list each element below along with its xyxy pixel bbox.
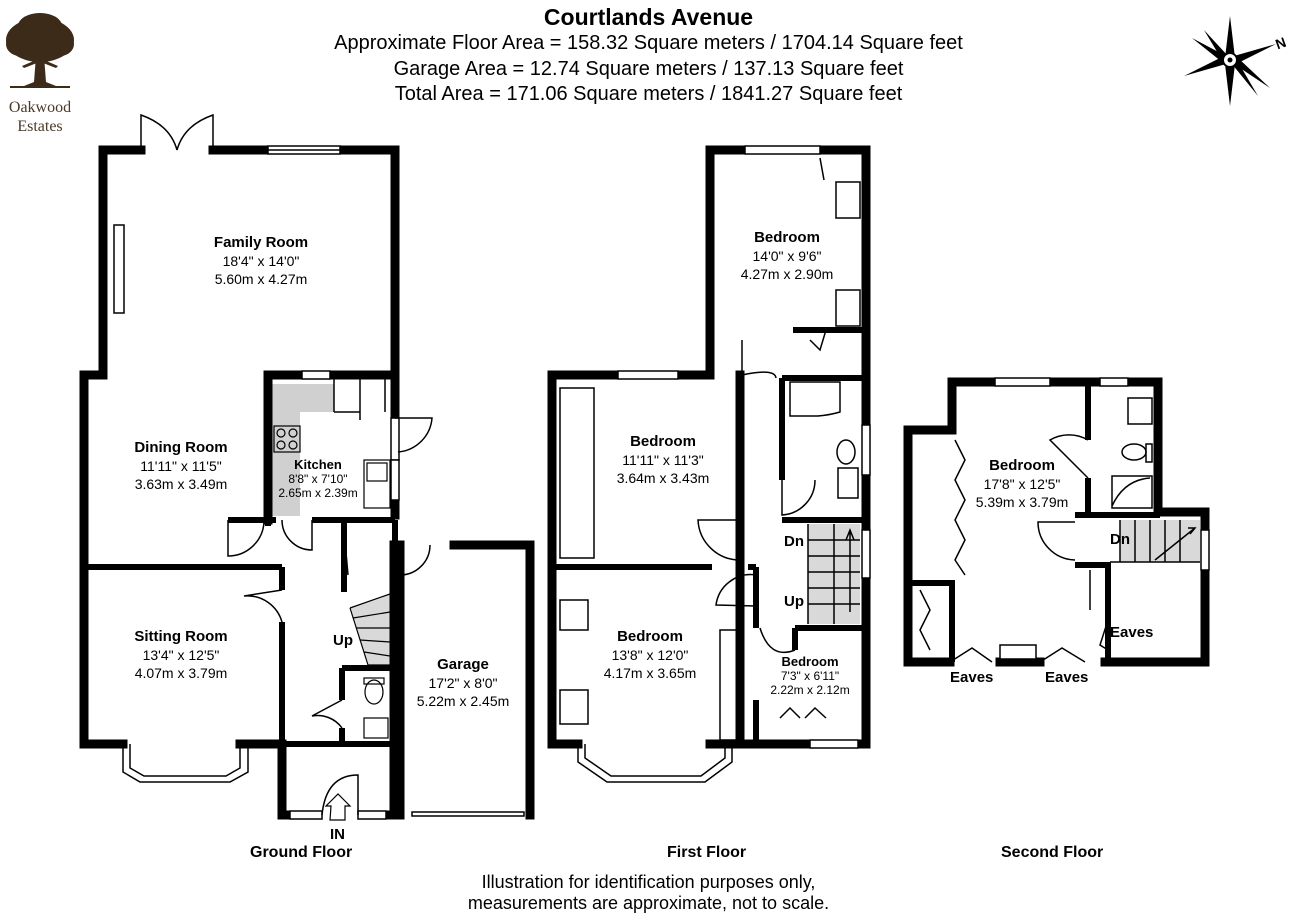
room-dimensions-metric: 3.63m x 3.49m	[134, 476, 228, 492]
garage-area-text: Garage Area = 12.74 Square meters / 137.…	[393, 58, 904, 80]
room-dimensions-imperial: 11'11" x 11'3"	[622, 452, 704, 468]
oak-tree-icon	[6, 13, 74, 88]
floor-area-text: Approximate Floor Area = 158.32 Square m…	[334, 32, 963, 54]
second-floor-label: Second Floor	[1001, 844, 1104, 861]
room-dimensions-imperial: 17'2" x 8'0"	[428, 675, 498, 691]
eaves-label: Eaves	[1045, 669, 1089, 686]
room-name: Garage	[437, 656, 489, 673]
room-sitting-room: Sitting Room 13'4" x 12'5" 4.07m x 3.79m	[106, 628, 256, 682]
room-bedroom-loft: Bedroom 17'8" x 12'5" 5.39m x 3.79m	[960, 457, 1084, 511]
room-dimensions-metric: 5.22m x 2.45m	[416, 693, 510, 709]
plan-title: Courtlands Avenue	[543, 4, 754, 30]
room-dimensions-metric: 4.17m x 3.65m	[603, 665, 697, 681]
disclaimer: Illustration for identification purposes…	[0, 872, 1297, 914]
room-bedroom-front: Bedroom 13'8" x 12'0" 4.17m x 3.65m	[575, 628, 725, 682]
room-dimensions-imperial: 13'8" x 12'0"	[611, 647, 689, 663]
compass: N	[1184, 16, 1294, 112]
total-area-text: Total Area = 171.06 Square meters / 1841…	[394, 83, 903, 105]
room-dimensions-imperial: 17'8" x 12'5"	[983, 476, 1061, 492]
first-floor-label: First Floor	[667, 844, 747, 861]
room-dimensions-metric: 5.60m x 4.27m	[214, 271, 308, 287]
room-bedroom-middle: Bedroom 11'11" x 11'3" 3.64m x 3.43m	[588, 433, 738, 487]
room-dimensions-metric: 2.22m x 2.12m	[770, 683, 850, 697]
room-garage: Garage 17'2" x 8'0" 5.22m x 2.45m	[398, 656, 528, 710]
room-bedroom-rear: Bedroom 14'0" x 9'6" 4.27m x 2.90m	[712, 229, 862, 283]
room-family-room: Family Room 18'4" x 14'0" 5.60m x 4.27m	[186, 234, 336, 288]
eaves-label: Eaves	[1110, 624, 1154, 641]
room-name: Bedroom	[617, 628, 683, 645]
stairs-up-label: Up	[784, 593, 804, 610]
room-bedroom-small: Bedroom 7'3" x 6'11" 2.22m x 2.12m	[758, 654, 862, 698]
room-kitchen: Kitchen 8'8" x 7'10" 2.65m x 2.39m	[272, 457, 364, 501]
room-dimensions-metric: 5.39m x 3.79m	[975, 494, 1069, 510]
entrance-label: IN	[330, 826, 345, 843]
compass-rose-icon: N	[1184, 16, 1288, 106]
room-dimensions-imperial: 18'4" x 14'0"	[222, 253, 300, 269]
room-dimensions-metric: 2.65m x 2.39m	[278, 486, 358, 500]
ground-floor-plan	[79, 113, 535, 821]
room-name: Bedroom	[630, 433, 696, 450]
room-dimensions-imperial: 14'0" x 9'6"	[752, 248, 822, 264]
room-dimensions-metric: 4.07m x 3.79m	[134, 665, 228, 681]
room-name: Bedroom	[754, 229, 820, 246]
stairs-up-label: Up	[333, 632, 353, 649]
room-dimensions-imperial: 11'11" x 11'5"	[140, 458, 222, 474]
logo-line-2: Estates	[17, 118, 63, 135]
disclaimer-line-1: Illustration for identification purposes…	[481, 872, 816, 892]
logo-text: Oakwood Estates	[0, 98, 80, 136]
first-floor-plan	[547, 145, 871, 783]
room-dimensions-imperial: 8'8" x 7'10"	[288, 472, 348, 486]
stairs-down-label: Dn	[1110, 531, 1130, 548]
room-dimensions-metric: 4.27m x 2.90m	[740, 266, 834, 282]
eaves-label: Eaves	[950, 669, 994, 686]
stairs-down-label: Dn	[784, 533, 804, 550]
room-name: Kitchen	[294, 457, 342, 472]
room-name: Bedroom	[781, 654, 839, 669]
room-dimensions-imperial: 13'4" x 12'5"	[142, 647, 220, 663]
room-dimensions-metric: 3.64m x 3.43m	[616, 470, 710, 486]
second-floor-plan	[903, 377, 1210, 667]
disclaimer-line-2: measurements are approximate, not to sca…	[467, 893, 830, 913]
logo-line-1: Oakwood	[8, 99, 72, 116]
room-dimensions-imperial: 7'3" x 6'11"	[780, 669, 840, 683]
ground-floor-label: Ground Floor	[250, 844, 353, 861]
room-name: Bedroom	[989, 457, 1055, 474]
room-name: Dining Room	[134, 439, 228, 456]
room-dining-room: Dining Room 11'11" x 11'5" 3.63m x 3.49m	[106, 439, 256, 493]
room-name: Sitting Room	[134, 628, 228, 645]
company-logo: Oakwood Estates	[0, 8, 80, 135]
room-name: Family Room	[213, 234, 309, 251]
